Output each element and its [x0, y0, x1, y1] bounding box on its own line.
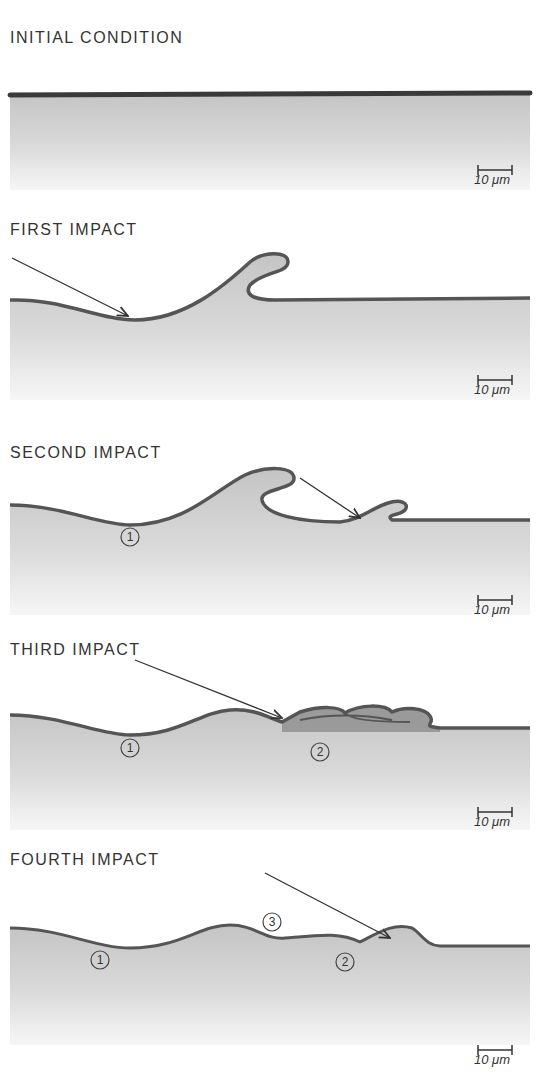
callout-circle — [336, 953, 354, 971]
callout-number: 2 — [317, 746, 324, 758]
callout-number: 1 — [97, 954, 104, 966]
impact-arrow — [135, 660, 282, 718]
callout-number: 1 — [127, 742, 134, 754]
panel-heading: FOURTH IMPACT — [10, 852, 160, 868]
fold-lines — [300, 713, 410, 722]
panel-heading: FIRST IMPACT — [10, 222, 138, 238]
impact-arrow — [12, 258, 128, 316]
surface-layer — [10, 93, 530, 95]
material-body — [10, 254, 530, 400]
material-body — [10, 706, 530, 830]
impact-arrow — [265, 873, 390, 938]
surface-layer — [10, 706, 530, 735]
scale-label: 10 μm — [474, 383, 510, 396]
panel-heading: THIRD IMPACT — [10, 642, 141, 658]
surface-layer — [10, 254, 530, 320]
panel-heading: INITIAL CONDITION — [10, 30, 183, 46]
impact-arrow — [300, 478, 360, 518]
callout-number: 1 — [127, 531, 134, 543]
callout-circle — [121, 528, 139, 546]
callout-circle — [263, 913, 281, 931]
panel-heading: SECOND IMPACT — [10, 445, 162, 461]
surface-layer — [10, 469, 530, 525]
material-body — [10, 93, 530, 190]
surface-layer — [10, 925, 530, 948]
scale-label: 10 μm — [474, 603, 510, 616]
callout-circle — [311, 743, 329, 761]
material-body — [10, 469, 530, 615]
material-body — [10, 925, 530, 1045]
callout-number: 3 — [269, 916, 276, 928]
scale-label: 10 μm — [474, 1053, 510, 1066]
callout-number: 2 — [342, 956, 349, 968]
callout-circle — [91, 951, 109, 969]
scale-label: 10 μm — [474, 815, 510, 828]
callout-circle — [121, 739, 139, 757]
scale-label: 10 μm — [474, 173, 510, 186]
